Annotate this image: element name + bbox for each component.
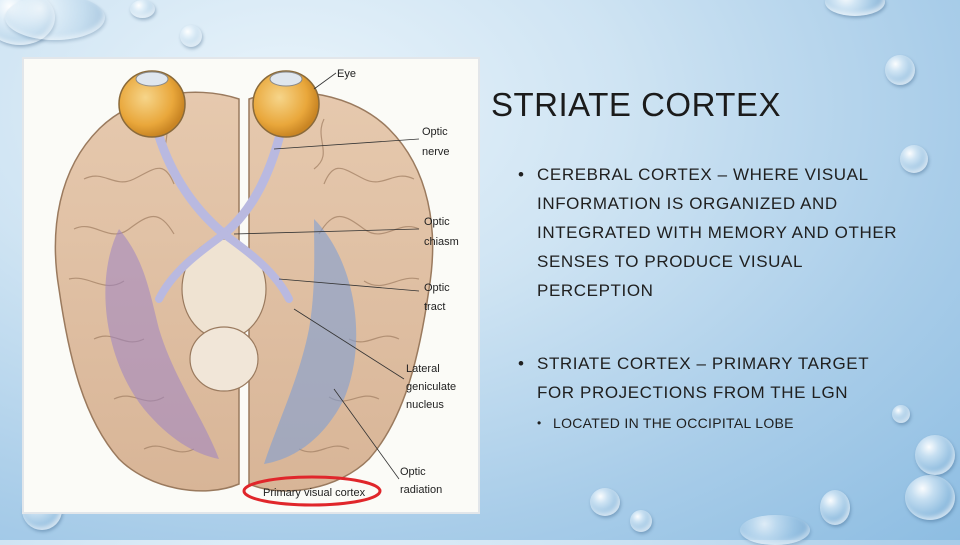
- bullet-dot: •: [518, 354, 525, 373]
- water-droplet: [905, 475, 955, 520]
- bullet-list: • CEREBRAL CORTEX – WHERE VISUAL INFORMA…: [518, 160, 908, 435]
- water-droplet: [892, 405, 910, 423]
- water-droplet: [130, 0, 155, 18]
- primary-visual-cortex-highlight: [242, 475, 382, 507]
- optic-tract-left: [155, 230, 228, 303]
- right-eye: [252, 70, 320, 138]
- bullet-text: STRIATE CORTEX – PRIMARY TARGET FOR PROJ…: [537, 354, 869, 402]
- leader-lines: [233, 72, 420, 480]
- water-droplet: [900, 145, 928, 173]
- sub-bullet-item: • LOCATED IN THE OCCIPITAL LOBE: [537, 411, 908, 435]
- label-lgn-2: geniculate: [406, 381, 456, 393]
- brain-diagram: Eye Optic nerve Optic chiasm Optic tract…: [54, 68, 459, 507]
- water-droplet: [740, 515, 810, 545]
- water-droplet: [5, 0, 105, 40]
- optic-tract-right: [220, 230, 293, 303]
- water-droplet: [590, 488, 620, 516]
- label-primary-visual-cortex: Primary visual cortex: [263, 487, 366, 499]
- bullet-dot: •: [518, 165, 525, 184]
- cerebellum: [189, 326, 259, 392]
- label-optic-chiasm-2: chiasm: [424, 236, 459, 248]
- water-droplet: [825, 0, 885, 16]
- water-droplet: [885, 55, 915, 85]
- bullet-item: • CEREBRAL CORTEX – WHERE VISUAL INFORMA…: [518, 160, 908, 305]
- bullet-item: • STRIATE CORTEX – PRIMARY TARGET FOR PR…: [518, 349, 908, 407]
- water-droplet: [630, 510, 652, 532]
- label-optic-tract-2: tract: [424, 301, 445, 313]
- label-lgn-3: nucleus: [406, 399, 444, 411]
- label-optic-chiasm-1: Optic: [424, 216, 450, 228]
- left-eye: [118, 70, 186, 138]
- water-droplet: [180, 25, 202, 47]
- water-droplet: [915, 435, 955, 475]
- left-visual-cortex-region: [105, 229, 219, 459]
- label-lgn-1: Lateral: [406, 363, 440, 375]
- slide-title: STRIATE CORTEX: [491, 86, 781, 123]
- bullet-text: CEREBRAL CORTEX – WHERE VISUAL INFORMATI…: [537, 165, 898, 300]
- label-optic-nerve-1: Optic: [422, 126, 448, 138]
- label-optic-radiation-1: Optic: [400, 466, 426, 478]
- brain-diagram-figure: Eye Optic nerve Optic chiasm Optic tract…: [22, 57, 480, 514]
- right-visual-cortex-region: [264, 219, 357, 464]
- sub-bullet-dot: •: [537, 416, 542, 430]
- label-optic-nerve-2: nerve: [422, 146, 450, 158]
- label-optic-radiation-2: radiation: [400, 484, 442, 496]
- sub-bullet-text: LOCATED IN THE OCCIPITAL LOBE: [553, 415, 794, 431]
- label-eye: Eye: [337, 68, 356, 80]
- water-droplet: [820, 490, 850, 525]
- label-optic-tract-1: Optic: [424, 282, 450, 294]
